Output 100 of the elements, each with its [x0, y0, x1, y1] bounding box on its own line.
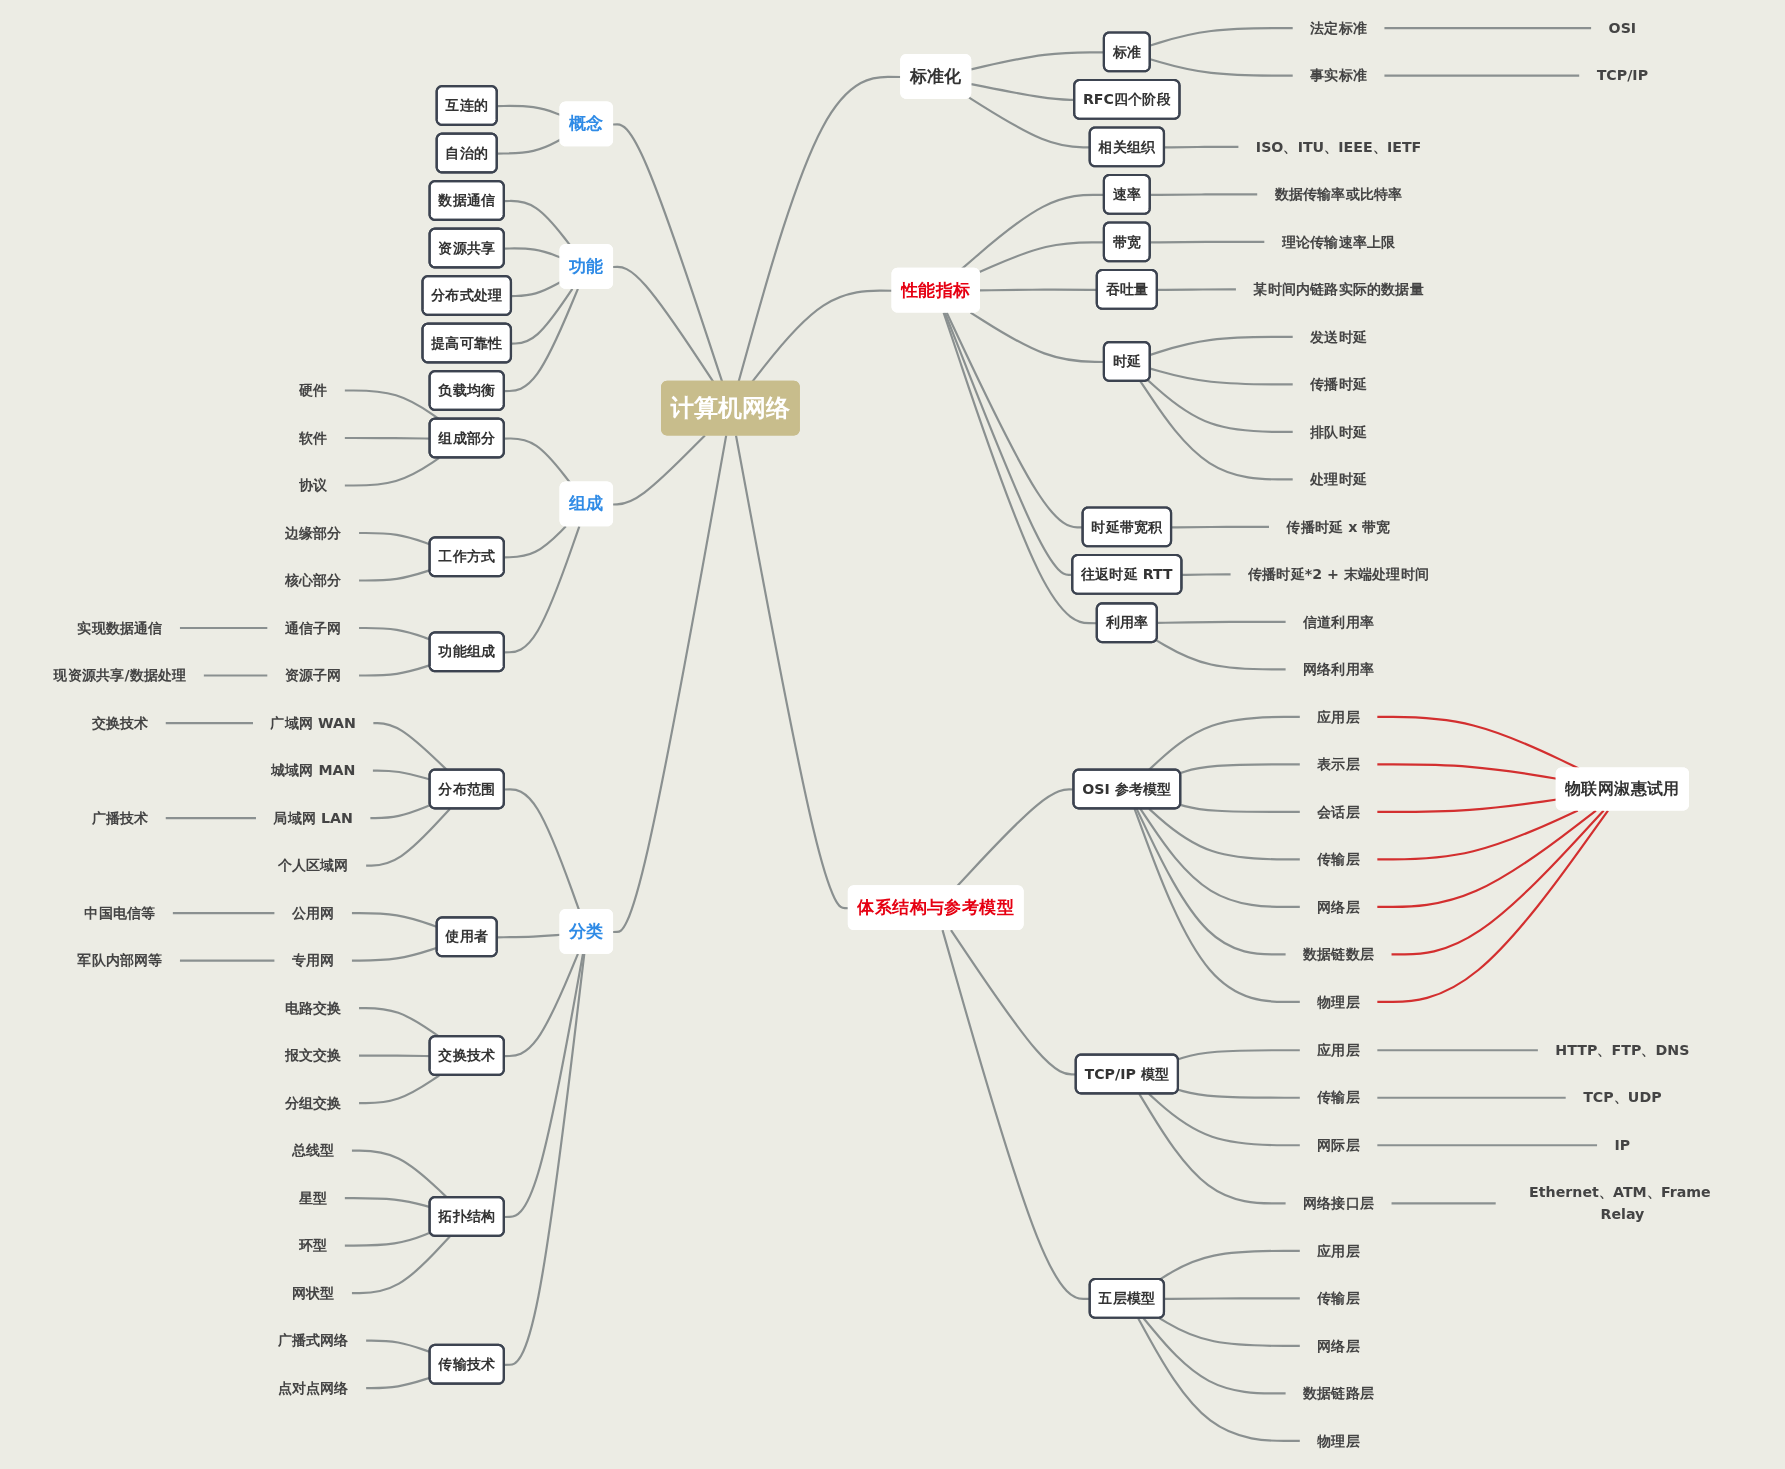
connector [1150, 58, 1293, 77]
connector [613, 123, 724, 383]
connector [943, 312, 1073, 576]
node-text: 报文交换 [284, 1047, 342, 1064]
node-text: 广域网 WAN [270, 714, 356, 731]
connector [497, 933, 561, 939]
connector [504, 526, 581, 654]
connector [1377, 809, 1579, 861]
connector [1157, 288, 1236, 291]
node-text: Ethernet、ATM、Frame Relay [1529, 1184, 1711, 1222]
connector [1177, 1049, 1300, 1061]
node-text: 传播时延*2 + 末端处理时间 [1248, 565, 1430, 583]
node-text: 硬件 [298, 382, 328, 399]
node-text: OSI [1608, 19, 1637, 37]
node-text: 网络利用率 [1303, 660, 1375, 678]
node-text: 网络层 [1317, 898, 1360, 915]
connector [179, 959, 275, 962]
connector [1139, 808, 1300, 908]
connector [504, 288, 579, 393]
node-text: IP [1614, 1136, 1631, 1154]
connector [504, 437, 571, 484]
node-text: 现资源共享/数据处理 [53, 667, 187, 684]
node-text: HTTP、FTP、DNS [1555, 1041, 1690, 1059]
node-text: 应用层 [1317, 1242, 1360, 1259]
connector [1148, 808, 1300, 861]
node-text: 个人区域网 [277, 857, 349, 874]
node-text: 网际层 [1317, 1136, 1360, 1154]
node-text: 传播时延 x 带宽 [1286, 518, 1391, 535]
connector [1157, 620, 1286, 625]
connector [1377, 809, 1609, 1003]
node-text: TCP、UDP [1583, 1089, 1662, 1106]
connector [1155, 639, 1286, 671]
node-text: 网状型 [291, 1284, 335, 1301]
node-text: 广播技术 [91, 809, 149, 826]
node-text: 通信子网 [284, 619, 342, 636]
connector [504, 953, 579, 1058]
node-text: 总线型 [291, 1142, 335, 1159]
connector [1377, 798, 1557, 813]
node-text: 法定标准 [1310, 19, 1367, 37]
connector [504, 788, 581, 911]
node-text: 传输层 [1317, 850, 1360, 868]
node-text: 协议 [298, 477, 328, 494]
connector [1377, 1096, 1566, 1099]
connector [1384, 74, 1580, 77]
connector [172, 911, 275, 915]
node-text: 排队时延 [1310, 423, 1367, 440]
node-text: 传输层 [1317, 1089, 1360, 1106]
connector [165, 721, 253, 725]
connector [1150, 27, 1293, 47]
connector [1149, 335, 1293, 356]
connector [1391, 1202, 1496, 1205]
connector [1139, 380, 1293, 481]
node-text: 传输层 [1317, 1289, 1360, 1307]
node-text: 网络接口层 [1303, 1194, 1375, 1212]
node-text: 物理层 [1317, 993, 1360, 1010]
connector [1137, 1317, 1300, 1442]
node-text: 城域网 MAN [270, 762, 356, 779]
connector [1159, 1249, 1300, 1281]
node-text: 数据链路层 [1303, 1384, 1375, 1402]
connector [1159, 1317, 1300, 1347]
connector [1179, 763, 1300, 775]
connector [370, 804, 431, 820]
node-text: 实现数据通信 [77, 619, 163, 636]
connector [1138, 1093, 1286, 1205]
connector [1377, 1144, 1598, 1147]
connector [359, 664, 431, 677]
connector [203, 674, 268, 677]
connector [504, 953, 585, 1219]
connector [734, 435, 849, 910]
node-text: 军队内部网等 [77, 952, 163, 969]
node-text: 电路交换 [284, 999, 342, 1016]
node-text: 软件 [298, 429, 328, 446]
connector [511, 288, 574, 345]
connector [1377, 1049, 1538, 1052]
node-text: ISO、ITU、IEEE、IETF [1255, 138, 1422, 155]
node-text: 会话层 [1317, 803, 1360, 820]
connector [1150, 367, 1293, 386]
connector [1150, 193, 1258, 196]
connector [344, 1231, 431, 1247]
connector [613, 434, 706, 506]
connector [613, 435, 728, 934]
connector [504, 953, 586, 1366]
connector [504, 199, 571, 246]
connector [1135, 808, 1286, 956]
connector [1164, 1297, 1300, 1300]
node-text: 公用网 [291, 904, 335, 921]
node-text: 应用层 [1317, 1041, 1360, 1059]
node-text: 专用网 [291, 952, 335, 969]
connector [1164, 145, 1239, 149]
connector [359, 1074, 440, 1105]
node-text: 广播式网络 [277, 1332, 349, 1349]
node-text: 数据链数层 [1303, 945, 1375, 963]
connector [1178, 1088, 1300, 1099]
connector [1377, 809, 1597, 908]
node-text: 网络层 [1317, 1337, 1360, 1354]
connector [971, 83, 1075, 101]
node-text: 某时间内链路实际的数据量 [1253, 280, 1424, 298]
node-text: 表示层 [1317, 755, 1360, 773]
node-text: 局域网 LAN [273, 809, 353, 826]
connector [1147, 379, 1293, 433]
